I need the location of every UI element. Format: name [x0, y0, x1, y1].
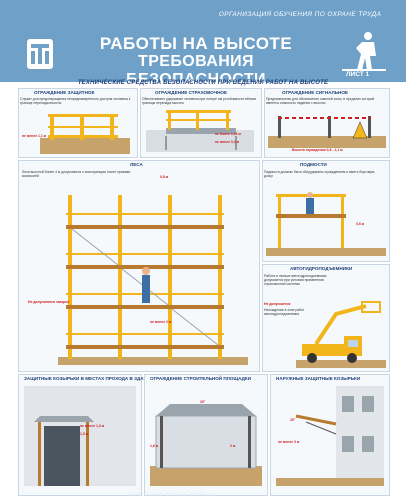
signal-fence-note: Предназначены для обозначения опасной зо…	[266, 97, 375, 105]
logo-icon	[27, 39, 53, 69]
signal-fence-illustration	[268, 116, 386, 148]
safety-fence-note: Обеспечивают удержание человека при поте…	[142, 97, 256, 105]
scaffold-note: Леса высотой более 4 м допускаются к экс…	[22, 170, 131, 178]
platforms-illustration	[266, 192, 386, 256]
outer-canopy-width-label: не менее 3 м	[278, 440, 300, 444]
site-fence-illustration	[150, 404, 262, 486]
scaffold-step-label: 0,8 м	[160, 175, 169, 179]
worker-silhouette-icon	[342, 32, 386, 71]
no-gaps-label: Не допускаются зазоры!	[28, 300, 70, 304]
platforms-panel	[262, 160, 390, 262]
protective-fence-note: Служат для предотвращения непреднамеренн…	[20, 97, 131, 105]
section-subtitle: ТЕХНИЧЕСКИЕ СРЕДСТВА БЕЗОПАСНОСТИ ПРИ ВЕ…	[77, 80, 329, 86]
entrance-canopy-heading: ЗАЩИТНЫЕ КОЗЫРЬКИ В МЕСТАХ ПРОХОДА В ЗДА…	[24, 376, 154, 381]
safety-fence-heading: ОГРАЖДЕНИЕ СТРАХОВОЧНОЕ	[155, 90, 228, 95]
fence-angle-label: 20°	[200, 400, 206, 404]
lift-warning-label: Не допускается:	[264, 302, 292, 306]
platform-height-label: 0,6 м	[356, 222, 365, 226]
entrance-canopy-illustration	[24, 386, 136, 486]
site-fence-heading: ОГРАЖДЕНИЕ СТРОИТЕЛЬНОЙ ПЛОЩАДКИ	[150, 376, 251, 381]
outer-canopy-angle-label: 20°	[290, 418, 296, 422]
canopy-depth-label: 1,5 м	[80, 432, 89, 436]
header-band	[0, 0, 406, 82]
organization-label: Организация обучения по охране труда	[218, 11, 382, 18]
scaffold-heading: ЛЕСА	[130, 162, 143, 167]
outer-canopy-illustration	[276, 386, 384, 486]
fence-height-label: 1,6 м	[150, 444, 159, 448]
protective-fence-heading: ОГРАЖДЕНИЕ ЗАЩИТНОЕ	[34, 90, 95, 95]
lift-heading: АВТОГИДРОПОДЪЕМНИКИ	[290, 266, 353, 271]
scaffold-illustration	[58, 195, 248, 365]
lift-truck-illustration	[296, 301, 386, 368]
poster-title: РАБОТЫ НА ВЫСОТЕ	[99, 34, 293, 53]
scaffold-distance-label: не менее 2 м	[150, 320, 172, 324]
outer-canopy-heading: НАРУЖНЫЕ ЗАЩИТНЫЕ КОЗЫРЬКИ	[276, 376, 361, 381]
safety-fence-illustration	[146, 110, 254, 152]
lift-note: Работа в люльке автогидроподъемника допу…	[264, 274, 327, 286]
canopy-width-label: не менее 1,0 м	[80, 424, 105, 428]
safety-gap-label: не более 0,45 м	[215, 132, 241, 136]
fence-height-2-label: 2 м	[230, 444, 236, 448]
platforms-heading: ПОДМОСТИ	[300, 162, 327, 167]
website-watermark: www.stend-ohrana-truda.ru	[130, 492, 216, 498]
platforms-note: Подмости должны быть оборудованы огражде…	[264, 170, 375, 178]
poster-subtitle: ТРЕБОВАНИЯ БЕЗОПАСНОСТИ	[126, 53, 266, 88]
lift-zone-label: Нахождение в зоне работ автогидроподъемн…	[264, 308, 305, 316]
protective-fence-illustration	[40, 114, 130, 154]
protective-height-label: не менее 1,1 м	[22, 134, 47, 138]
safety-board-label: не менее 0,1 м	[215, 140, 240, 144]
sheet-label: ЛИСТ 1	[346, 71, 370, 78]
signal-fence-heading: ОГРАЖДЕНИЕ СИГНАЛЬНОЕ	[282, 90, 348, 95]
signal-height-label: Высота ограждения 0,8 - 1,1 м	[292, 148, 343, 152]
